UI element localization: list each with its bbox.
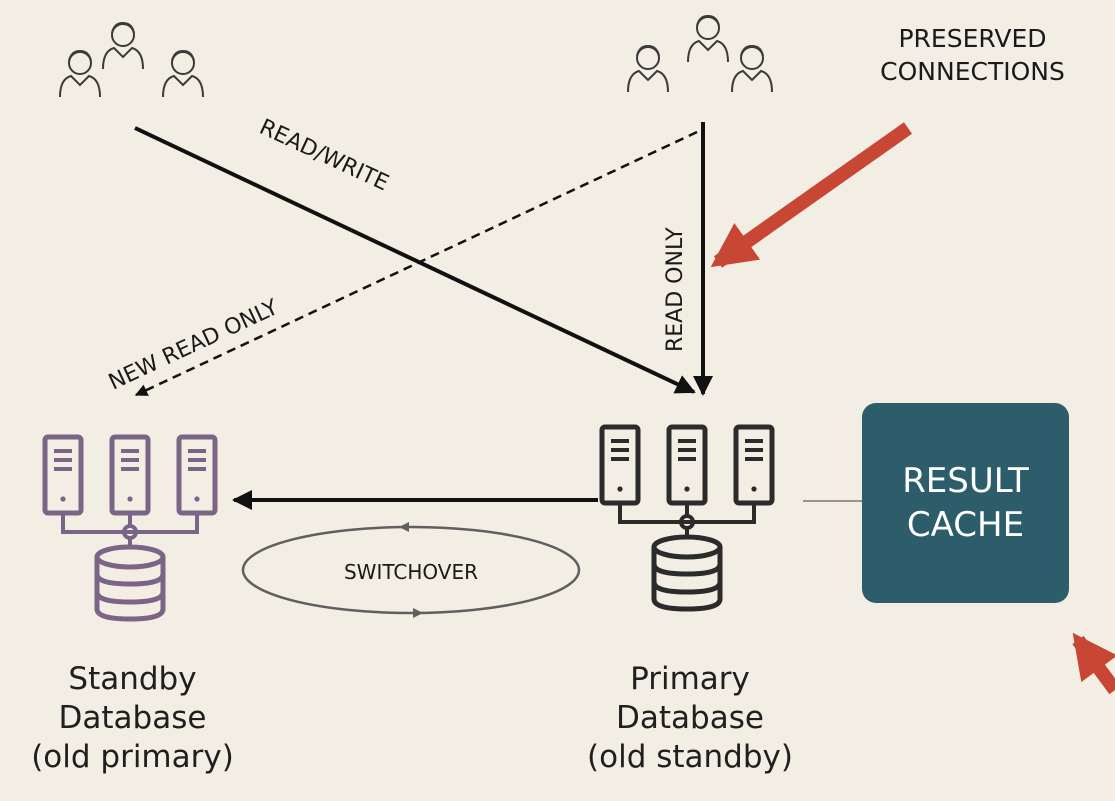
preserved-line-1: PRESERVED xyxy=(898,24,1047,53)
result-cache-line-1: RESULT xyxy=(902,461,1029,501)
users-group-icon-left xyxy=(59,22,204,98)
result-cache-line-2: CACHE xyxy=(906,505,1025,545)
new-read-only-label: NEW READ ONLY xyxy=(105,295,283,396)
primary-caption-line-2: Database xyxy=(616,700,764,736)
standby-caption-line-2: Database xyxy=(58,700,207,736)
standby-database-icon xyxy=(45,437,215,619)
read-write-label: READ/WRITE xyxy=(255,115,392,197)
preserved-connections-label: PRESERVED CONNECTIONS xyxy=(830,22,1115,88)
result-cache-callout-arrow-icon xyxy=(1072,632,1115,695)
primary-caption-line-3: (old standby) xyxy=(587,739,793,775)
preserved-line-2: CONNECTIONS xyxy=(880,57,1065,86)
standby-caption-line-1: Standby xyxy=(68,661,197,697)
users-group-icon-right xyxy=(627,15,773,93)
preserved-connections-arrow-icon xyxy=(710,122,913,268)
read-write-arrow xyxy=(134,126,696,394)
switchover-ring xyxy=(241,522,581,618)
primary-database-icon xyxy=(602,427,772,609)
standby-database-caption: Standby Database (old primary) xyxy=(0,660,265,777)
standby-caption-line-3: (old primary) xyxy=(31,739,234,775)
result-cache-box: RESULT CACHE xyxy=(862,403,1069,603)
read-only-label: READ ONLY xyxy=(663,227,688,352)
primary-database-caption: Primary Database (old standby) xyxy=(555,660,825,777)
switchover-label: SWITCHOVER xyxy=(344,560,478,584)
primary-caption-line-1: Primary xyxy=(630,661,750,697)
new-read-only-arrow xyxy=(134,130,698,397)
